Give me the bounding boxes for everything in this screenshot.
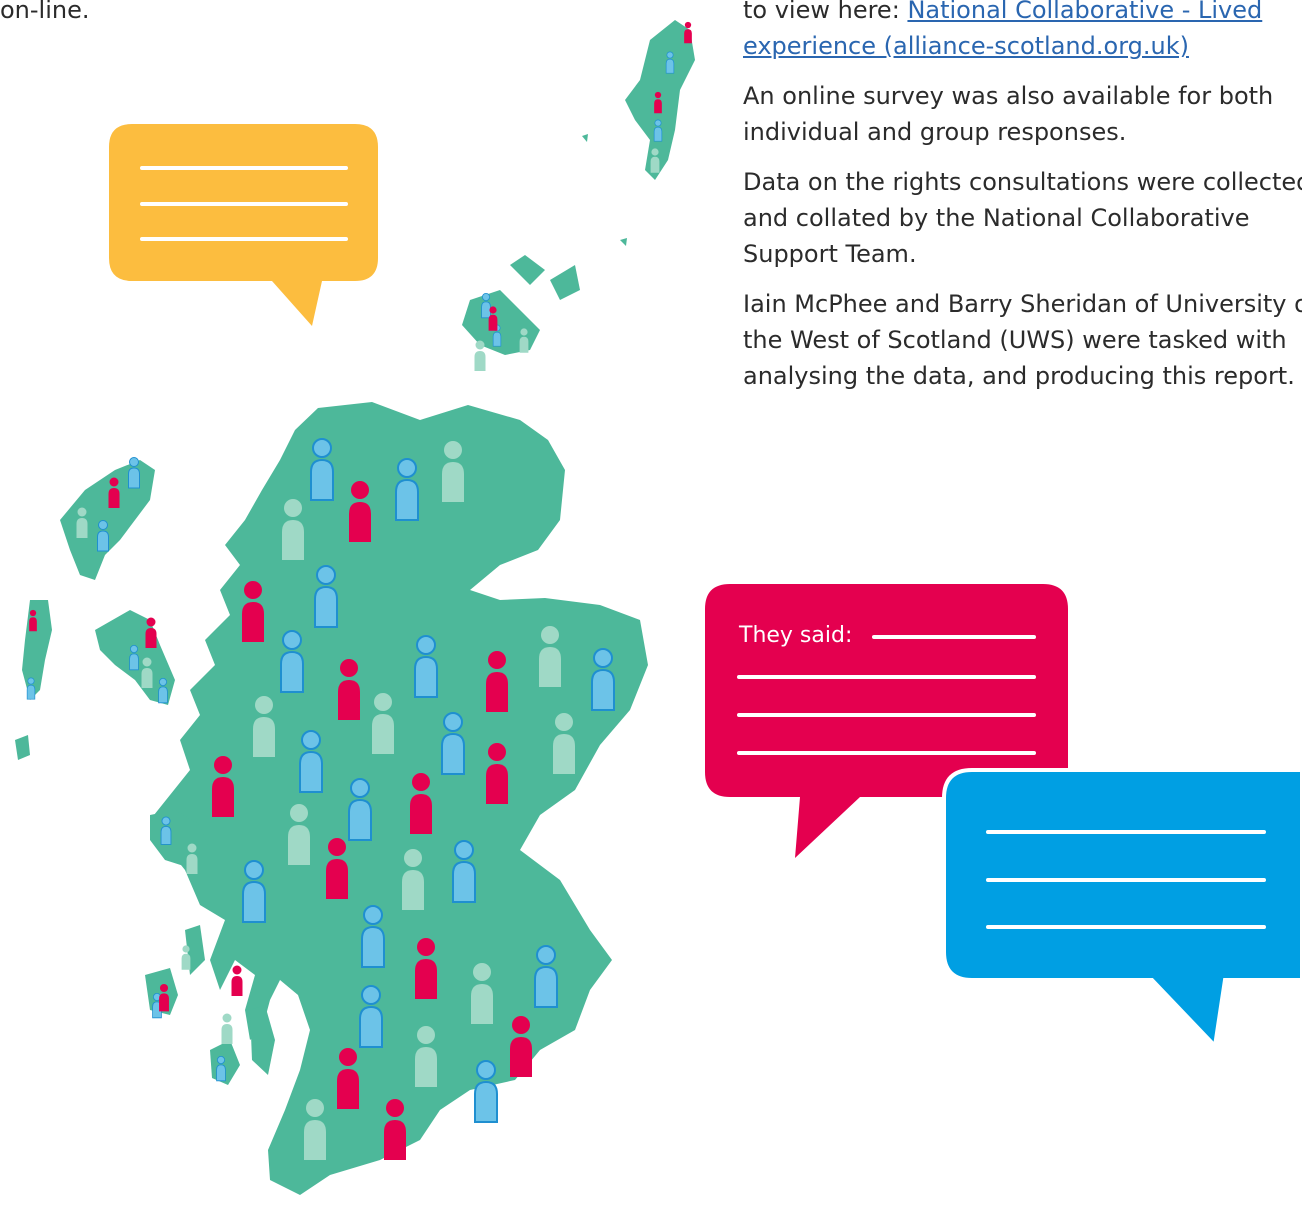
link-intro: to view here: (743, 0, 900, 24)
link-paragraph: to view here: National Collaborative - L… (743, 0, 1302, 64)
survey-paragraph: An online survey was also available for … (743, 82, 1274, 146)
data-paragraph: Data on the rights consultations were co… (743, 168, 1302, 268)
text-fragment: on-line. (0, 0, 90, 24)
speech-bubble-icon-yellow (109, 124, 378, 326)
body-text-column: to view here: National Collaborative - L… (743, 0, 1302, 408)
they-said-label: They said: (738, 623, 852, 648)
uws-paragraph: Iain McPhee and Barry Sheridan of Univer… (743, 290, 1302, 390)
speech-bubble-icon-blue (942, 768, 1302, 1051)
